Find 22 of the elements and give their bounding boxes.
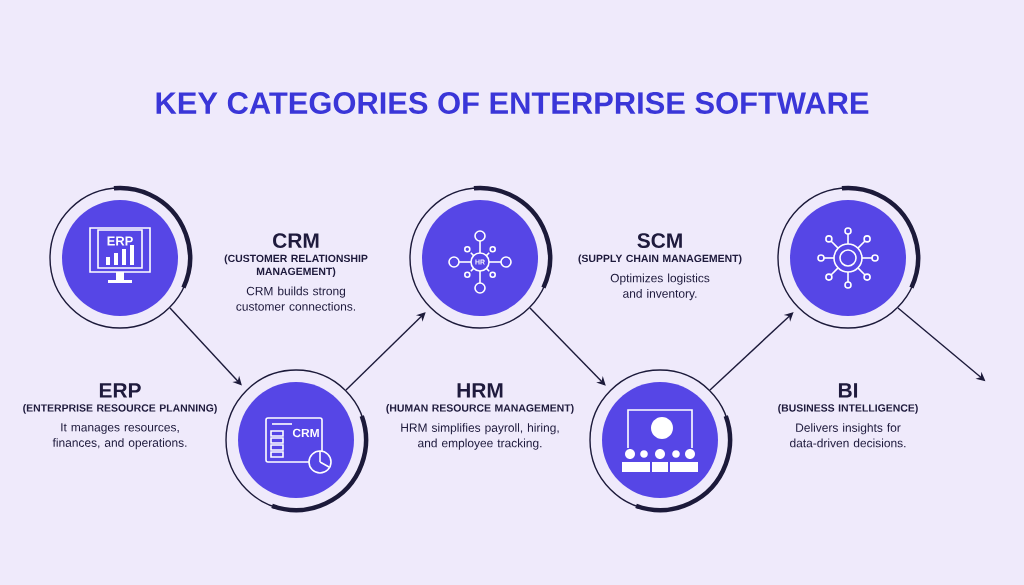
description: HRM simplifies payroll, hiring, and employee tracking. (401, 423, 559, 450)
subtitle: (SUPPLY CHAIN MANAGEMENT) (578, 254, 742, 265)
description: Delivers insights for data-driven decisions. (790, 423, 906, 448)
title: KEY CATEGORIES OF ENTERPRISE SOFTWARE (156, 92, 869, 114)
arrow (709, 312, 794, 391)
description: It manages resources, finances, and operations. (52, 423, 187, 450)
subtitle: (BUSINESS INTELLIGENCE) (778, 404, 918, 414)
arrow (345, 312, 426, 391)
subtitle: (ENTERPRISE RESOURCE PLANNING) (23, 404, 217, 414)
heading: CRM (273, 233, 319, 248)
description: Optimizes logistics and inventory. (610, 273, 710, 301)
heading: ERP (99, 383, 141, 398)
arrow (529, 307, 606, 386)
description: CRM builds strong customer connections. (236, 286, 356, 311)
icon-circle (777, 185, 921, 329)
arrow (169, 307, 242, 386)
subtitle: (CUSTOMER RELATIONSHIP MANAGEMENT) (224, 254, 368, 278)
heading: HRM (457, 383, 503, 398)
heading: BI (838, 383, 858, 398)
heading: SCM (637, 233, 682, 248)
icon-circle (589, 369, 733, 513)
subtitle: (HUMAN RESOURCE MANAGEMENT) (386, 404, 574, 414)
